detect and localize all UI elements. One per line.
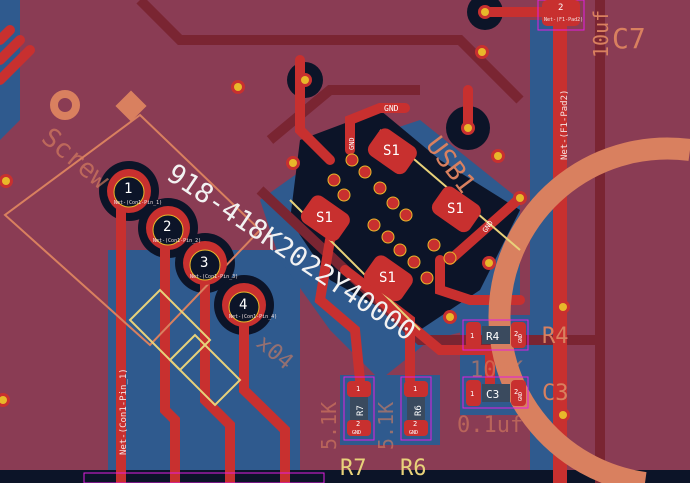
pin1-marker — [115, 90, 147, 122]
c3-pad2-net: GND — [518, 392, 524, 401]
r6-pad2-net: GND — [409, 430, 418, 436]
r7-footprint[interactable] — [343, 376, 375, 441]
fuse-pad-net: Net-(F1-Pad2) — [544, 17, 583, 23]
r7-pad2-net: GND — [352, 430, 361, 436]
c3-reference: C3 — [542, 381, 569, 406]
connector-pad-4[interactable] — [222, 283, 266, 327]
pad-net: Net-(Con1-Pin_3) — [190, 274, 238, 280]
connector-pad-3[interactable] — [183, 241, 227, 285]
usb-shield-pads[interactable] — [298, 125, 484, 304]
r6-pad1: 1 — [413, 385, 417, 393]
trace-net-label: Net-(Con1-Pin_1) — [119, 368, 129, 455]
r4-pad2-net: GND — [518, 334, 524, 343]
r7-pad1: 1 — [356, 385, 360, 393]
shield-pad-label: S1 — [379, 270, 396, 286]
shield-pad-label: S1 — [316, 210, 333, 226]
front-copper-traces — [0, 7, 567, 483]
r4-pad2: 2 — [514, 330, 518, 338]
r6-body-label: R6 — [414, 405, 424, 416]
usb-signal-pads[interactable] — [327, 153, 457, 285]
r7-body-label: R7 — [356, 405, 366, 416]
gnd-label: GND — [348, 137, 356, 150]
c3-value: 0.1uf — [457, 413, 523, 438]
inner-layer-traces — [136, 0, 605, 483]
pad-net: Net-(Con1-Pin_2) — [153, 238, 201, 244]
r6-pad2: 2 — [413, 420, 417, 428]
pad-number: 2 — [163, 219, 171, 235]
connector-pads[interactable] — [107, 169, 266, 327]
r4-value: 100K — [470, 358, 524, 383]
c3-footprint[interactable] — [462, 376, 529, 409]
fuse-pad-number: 2 — [558, 3, 563, 13]
c3-pad2: 2 — [514, 388, 518, 396]
r7-pad2: 2 — [356, 420, 360, 428]
fuse-trace-net: Net-(F1-Pad2) — [560, 90, 570, 160]
r4-body-label: R4 — [486, 330, 500, 343]
c3-pad1: 1 — [470, 390, 474, 398]
bottom-footprint-courtyard — [83, 472, 325, 483]
c7-value: 10uf — [589, 10, 613, 58]
r7-reference: R7 — [340, 456, 367, 481]
r4-pad1: 1 — [470, 332, 474, 340]
r6-reference: R6 — [400, 456, 427, 481]
pad-net: Net-(Con1-Pin_4) — [229, 314, 277, 320]
fuse-pad-2[interactable] — [542, 0, 580, 26]
front-silkscreen-outlines — [3, 90, 690, 483]
gnd-label: GND — [384, 104, 399, 113]
shield-pad-label: S1 — [447, 201, 464, 217]
c3-body-label: C3 — [486, 388, 499, 401]
fuse-courtyard — [537, 0, 585, 31]
shield-pad-label: S1 — [383, 143, 400, 159]
c7-reference: C7 — [612, 22, 646, 55]
pad-number: 1 — [124, 181, 132, 197]
connector-pad-1[interactable] — [107, 169, 151, 213]
r4-footprint[interactable] — [462, 319, 529, 351]
r4-reference: R4 — [542, 324, 569, 349]
vias — [0, 5, 570, 422]
r6-value: 5.1K — [374, 402, 398, 450]
connector-pad-2[interactable] — [146, 206, 190, 250]
r6-footprint[interactable] — [400, 376, 432, 441]
r7-value: 5.1K — [317, 402, 341, 450]
pad-net: Net-(Con1-Pin_1) — [114, 200, 162, 206]
pad-number: 3 — [200, 255, 208, 271]
pad-number: 4 — [239, 297, 247, 313]
